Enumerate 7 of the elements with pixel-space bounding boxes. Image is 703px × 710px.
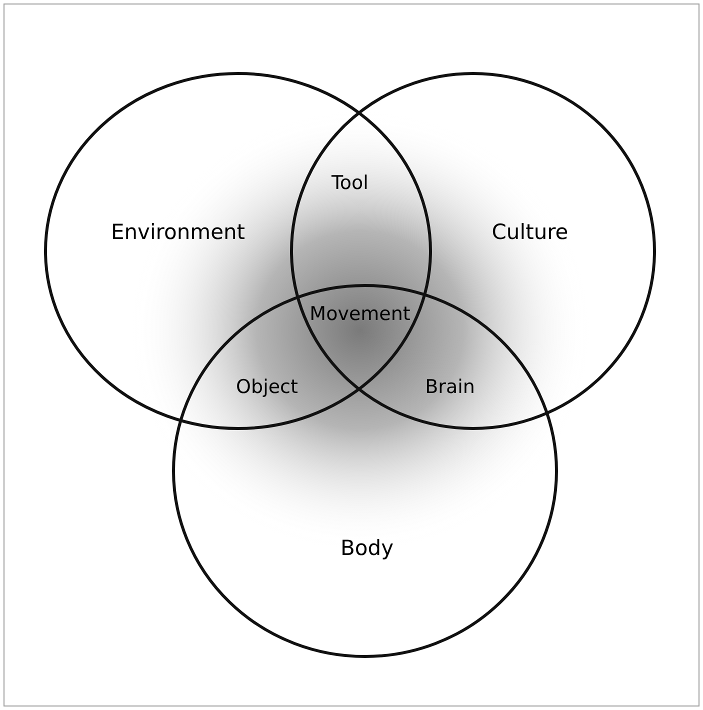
intersection-label: Tool <box>332 172 368 194</box>
intersection-label: Brain <box>425 376 475 398</box>
set-label: Culture <box>492 220 568 244</box>
intersection-label: Object <box>236 376 298 398</box>
intersection-label: Movement <box>310 303 410 325</box>
set-label: Body <box>340 536 394 560</box>
set-label: Environment <box>110 220 246 244</box>
